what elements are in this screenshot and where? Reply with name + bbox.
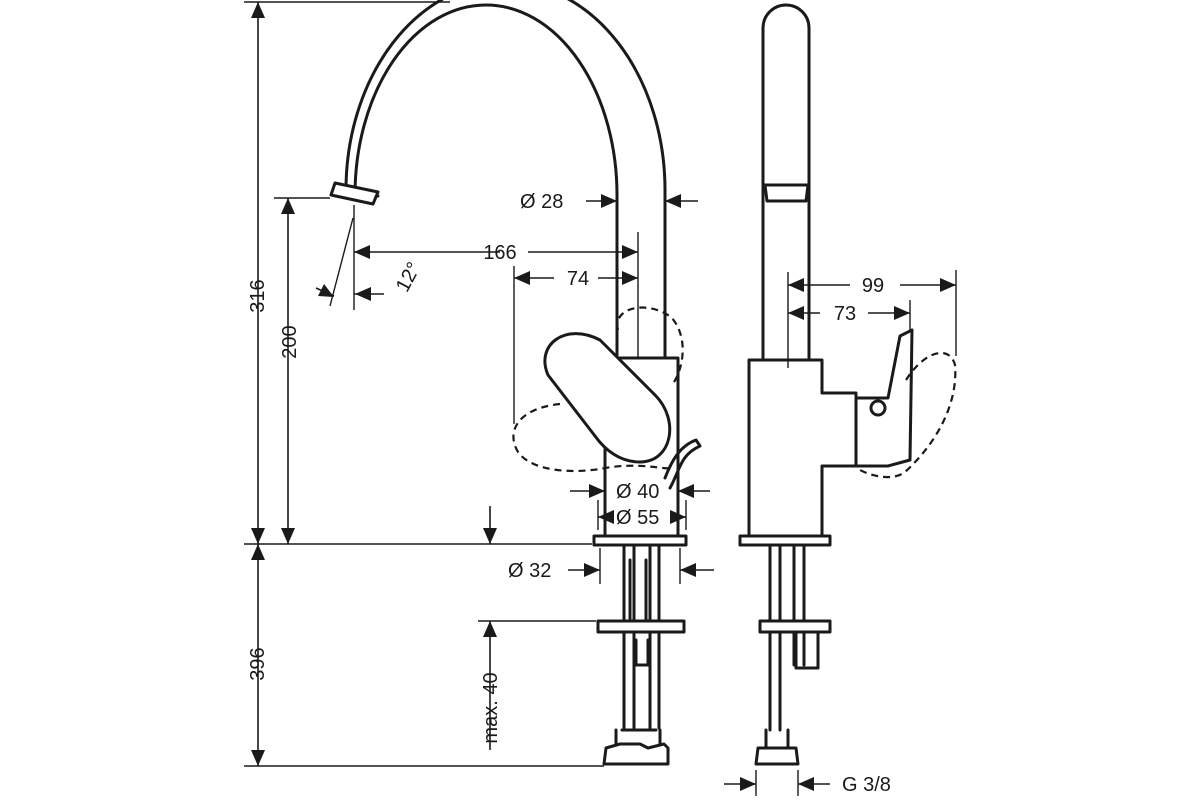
spout-outlet xyxy=(329,181,380,206)
nut-side xyxy=(754,746,800,766)
clamp-plate-side xyxy=(758,619,832,634)
handle-alt-up xyxy=(616,306,684,386)
base-plate-side xyxy=(738,534,832,547)
faucet-front-view xyxy=(329,0,702,766)
dim-side-depth: 99 xyxy=(862,275,884,297)
dim-angle: 12° xyxy=(392,259,426,296)
dimension-lines xyxy=(244,1,957,796)
spout-side xyxy=(761,3,811,360)
mounting-rods-side xyxy=(768,543,820,732)
dim-total-height: 316 xyxy=(247,279,269,312)
handle-side-alt xyxy=(859,351,957,479)
dim-handle-offset: 74 xyxy=(567,268,589,290)
dim-below-counter: 396 xyxy=(247,647,269,680)
dim-side-handle: 73 xyxy=(834,303,856,325)
faucet-side-view xyxy=(738,3,957,766)
aerator-side xyxy=(763,183,810,203)
base-plate-front xyxy=(592,534,688,547)
dim-max-thickness: max. 40 xyxy=(480,672,502,743)
lever-hook xyxy=(663,438,702,490)
mounting-rods-front xyxy=(622,543,661,730)
spout-front xyxy=(336,0,667,360)
dimension-labels: 316 200 396 max. 40 12° 166 74 Ø 28 Ø 40… xyxy=(247,191,891,796)
dim-base-diameter: Ø 55 xyxy=(616,507,659,529)
dim-spout-height: 200 xyxy=(279,325,301,358)
dim-spout-diameter: Ø 28 xyxy=(520,191,563,213)
dim-connection: G 3/8 xyxy=(842,774,891,796)
handle-front xyxy=(543,332,672,464)
dim-reach: 166 xyxy=(483,242,516,264)
dim-body-diameter: Ø 40 xyxy=(616,481,659,503)
nuts-front xyxy=(602,742,670,766)
body-side xyxy=(747,358,858,538)
handle-screw xyxy=(869,399,887,417)
dim-hole-diameter: Ø 32 xyxy=(508,560,551,582)
clamp-plate-front xyxy=(596,619,686,634)
handle-side xyxy=(854,328,914,468)
